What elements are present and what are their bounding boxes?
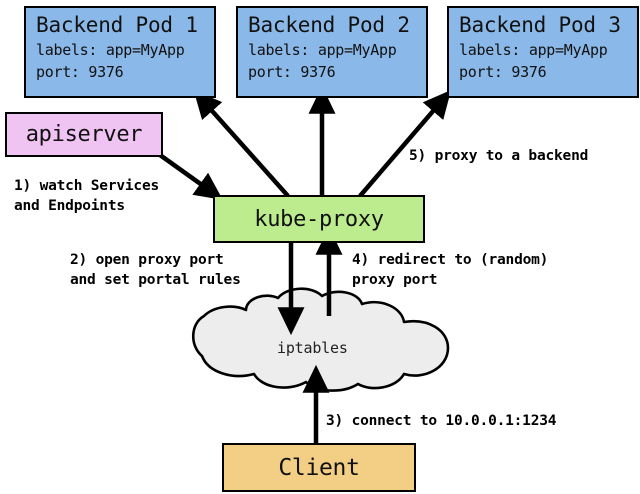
apiserver-box[interactable]: apiserver: [5, 112, 163, 157]
backend-pod-3-labels: labels: app=MyApp: [459, 41, 608, 59]
backend-pod-1-box[interactable]: Backend Pod 1 labels: app=MyApp port: 93…: [24, 6, 216, 98]
backend-pod-3-title: Backend Pod 3: [459, 13, 621, 37]
step-3-label: 3) connect to 10.0.0.1:1234: [326, 411, 557, 431]
step-2-line-1: 2) open proxy port: [70, 252, 224, 268]
step-1-label: 1) watch Services and Endpoints: [14, 176, 159, 216]
step-1-line-1: 1) watch Services: [14, 178, 160, 194]
arrow-kubeproxy-to-pod3: [358, 90, 452, 198]
step-4-line-1: 4) redirect to (random): [352, 252, 549, 268]
client-label: Client: [278, 454, 360, 481]
step-5-line-1: 5) proxy to a backend: [409, 148, 589, 164]
step-2-label: 2) open proxy port and set portal rules: [70, 250, 241, 290]
backend-pod-3-box[interactable]: Backend Pod 3 labels: app=MyApp port: 93…: [447, 6, 639, 98]
step-2-line-2: and set portal rules: [70, 272, 241, 288]
backend-pod-2-labels: labels: app=MyApp: [248, 41, 397, 59]
backend-pod-1-title: Backend Pod 1: [36, 13, 198, 37]
backend-pod-2-title: Backend Pod 2: [248, 13, 410, 37]
iptables-cloud-shape: [191, 287, 450, 392]
arrow-kubeproxy-to-pod1: [193, 90, 290, 198]
step-4-line-2: proxy port: [352, 272, 438, 288]
kube-proxy-box[interactable]: kube-proxy: [213, 195, 425, 243]
step-5-label: 5) proxy to a backend: [409, 146, 588, 166]
apiserver-label: apiserver: [25, 122, 143, 147]
step-4-label: 4) redirect to (random) proxy port: [352, 250, 548, 290]
arrow-apiserver-to-kubeproxy: [158, 153, 223, 200]
kube-proxy-label: kube-proxy: [254, 206, 384, 232]
iptables-cloud-label: iptables: [277, 339, 348, 357]
backend-pod-3-port: port: 9376: [459, 63, 547, 81]
step-1-line-2: and Endpoints: [14, 198, 125, 214]
backend-pod-1-labels: labels: app=MyApp: [36, 41, 185, 59]
backend-pod-1-port: port: 9376: [36, 63, 124, 81]
step-3-line-1: 3) connect to 10.0.0.1:1234: [326, 413, 557, 429]
backend-pod-2-box[interactable]: Backend Pod 2 labels: app=MyApp port: 93…: [236, 6, 428, 98]
client-box[interactable]: Client: [222, 443, 416, 492]
backend-pod-2-port: port: 9376: [248, 63, 336, 81]
